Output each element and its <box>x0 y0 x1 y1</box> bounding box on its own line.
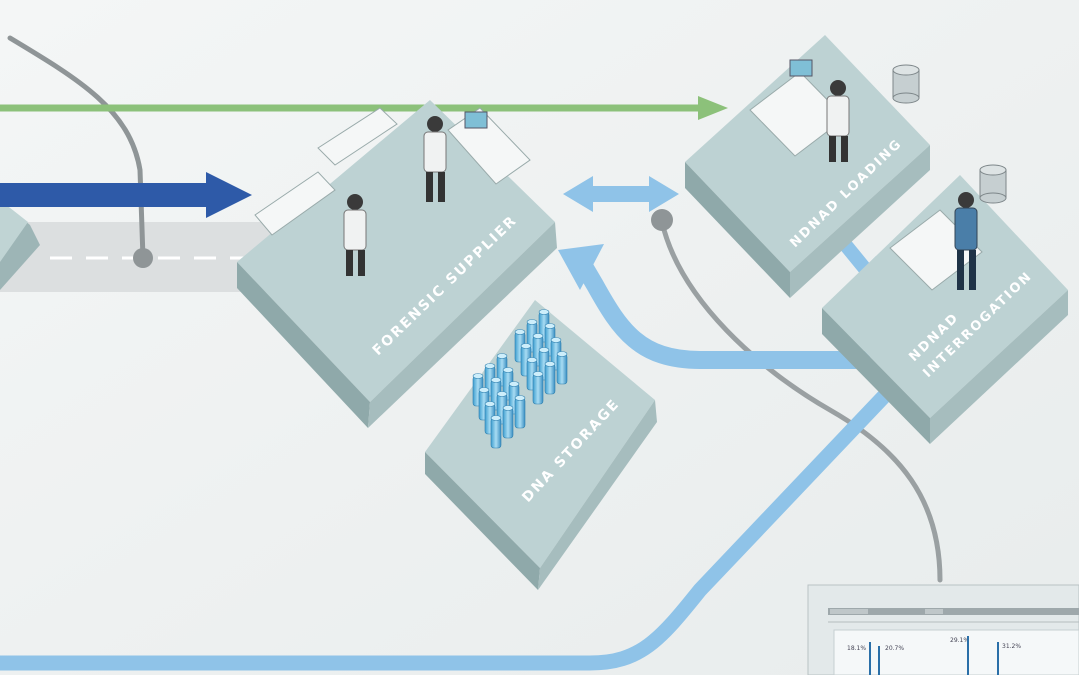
dna-sample-tube <box>532 371 544 405</box>
grey-link-node-center <box>651 209 673 231</box>
dark-blue-arrow <box>0 172 252 218</box>
lab-bench <box>317 107 398 166</box>
database-cylinder-icon <box>979 164 1007 204</box>
grey-link-center <box>659 219 943 583</box>
peak-label: 18.1% <box>847 645 866 652</box>
light-blue-double-arrow <box>563 176 679 212</box>
green-arrow <box>0 96 728 120</box>
database-cylinder-icon <box>892 64 920 104</box>
platform-ndnad-loading: NDNAD LOADING <box>685 35 930 298</box>
dna-sample-tube <box>556 351 568 385</box>
computer-monitor-icon <box>464 111 488 129</box>
peak-label: 20.7% <box>885 645 904 652</box>
electropherogram-header-bar <box>828 608 1079 615</box>
grey-link-node-road <box>133 248 153 268</box>
peak-label: 29.1% <box>950 637 969 644</box>
peak-label: 31.2% <box>1002 643 1021 650</box>
light-blue-return-arrow <box>558 244 870 369</box>
computer-monitor-icon <box>789 59 813 77</box>
platform-ndnad-interrogation: NDNAD INTERROGATION <box>822 164 1068 444</box>
platform-forensic-supplier: FORENSIC SUPPLIER <box>237 100 557 428</box>
dna-sample-tube <box>490 415 502 449</box>
lab-bench <box>254 171 336 236</box>
dna-sample-tube <box>514 395 526 429</box>
platform-dna-storage: DNA STORAGE <box>425 300 657 590</box>
left-platform-partial <box>0 200 40 290</box>
dna-sample-tube <box>544 361 556 395</box>
dna-sample-tube <box>502 405 514 439</box>
dna-sample-tubes <box>472 309 568 449</box>
scientist-figure <box>423 116 447 202</box>
grey-link-top-left <box>7 35 146 261</box>
scientist-figure <box>826 80 850 162</box>
scientist-figure <box>343 194 367 276</box>
light-blue-flow-bottom <box>0 384 896 671</box>
electropherogram-panel: 18.1% 20.7% 29.1% 31.2% <box>807 584 1079 675</box>
electropherogram-plot-area <box>833 629 1079 675</box>
scientist-figure <box>954 192 978 290</box>
